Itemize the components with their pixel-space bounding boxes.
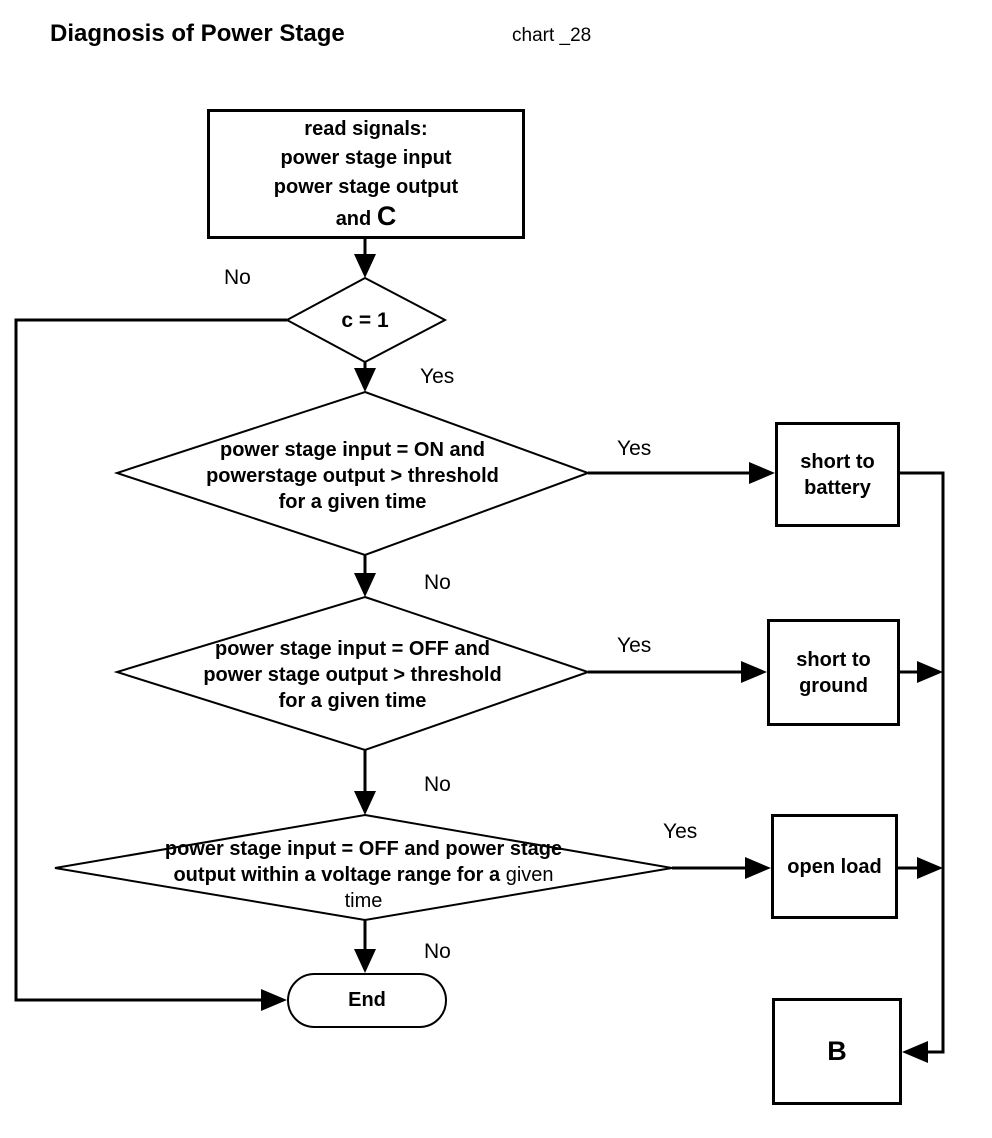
decision-line: for a given time xyxy=(278,690,427,712)
edge-read-to-c xyxy=(354,239,376,278)
decision-line: power stage input = ON and xyxy=(219,439,486,461)
decision-line: power stage input = OFF and power stage xyxy=(164,838,563,860)
edge-ground-to-rail xyxy=(900,661,943,683)
result-line: short to xyxy=(800,450,875,473)
edge-ground-yes xyxy=(588,661,767,683)
page-title: Diagnosis of Power Stage xyxy=(50,20,345,47)
node-short-to-battery: short to battery xyxy=(775,422,900,527)
edge-open-to-rail xyxy=(898,857,943,879)
read-signals-line: read signals: xyxy=(304,117,428,140)
edge-battery-yes xyxy=(588,462,775,484)
decision-line: power stage output > threshold xyxy=(203,664,502,686)
decision-line: powerstage output > threshold xyxy=(206,465,499,487)
edge-rail-to-b xyxy=(900,471,945,1063)
and-label: and xyxy=(335,207,372,230)
node-decision-c: c = 1 xyxy=(341,309,389,332)
node-short-to-ground: short to ground xyxy=(767,619,900,726)
decision-line: for a given time xyxy=(278,491,427,513)
node-decision-short-battery: power stage input = ON and powerstage ou… xyxy=(117,437,588,515)
node-decision-open-load: power stage input = OFF and power stage … xyxy=(55,836,672,914)
read-signals-line: and C xyxy=(335,200,397,234)
decision-line-bold: output within a voltage range for a xyxy=(173,864,501,886)
edge-ground-no xyxy=(354,750,376,815)
edge-label-c-no: No xyxy=(224,266,251,289)
edge-label-battery-no: No xyxy=(424,571,451,594)
edge-label-open-yes: Yes xyxy=(663,820,698,843)
decision-line-regular: time xyxy=(344,890,383,912)
node-open-load: open load xyxy=(771,814,898,919)
edge-battery-no xyxy=(354,555,376,597)
edge-c-yes xyxy=(354,362,376,392)
read-signals-line: power stage input xyxy=(280,146,452,169)
edge-label-ground-yes: Yes xyxy=(617,634,652,657)
chart-id-label: chart _28 xyxy=(512,25,592,46)
result-line: ground xyxy=(799,674,868,697)
decision-line: output within a voltage range for a give… xyxy=(55,862,672,888)
node-read-signals: read signals: power stage input power st… xyxy=(207,109,525,239)
edge-label-battery-yes: Yes xyxy=(617,437,652,460)
edge-open-no xyxy=(354,920,376,973)
decision-line-regular: given xyxy=(505,864,554,886)
result-line: short to xyxy=(796,648,871,671)
edge-c-no-loop xyxy=(14,318,287,1011)
edge-label-c-yes: Yes xyxy=(420,365,455,388)
edge-label-ground-no: No xyxy=(424,773,451,796)
result-line: battery xyxy=(804,476,871,499)
edge-open-yes xyxy=(672,857,771,879)
edge-label-open-no: No xyxy=(424,940,451,963)
node-end: End xyxy=(287,973,447,1028)
signal-variable: C xyxy=(376,200,397,231)
node-connector-b: B xyxy=(772,998,902,1105)
read-signals-line: power stage output xyxy=(273,175,459,198)
decision-line: power stage input = OFF and xyxy=(214,638,491,660)
node-decision-short-ground: power stage input = OFF and power stage … xyxy=(117,636,588,714)
